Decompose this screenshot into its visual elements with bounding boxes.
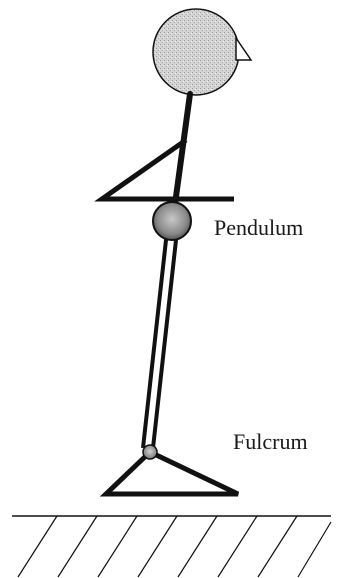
leg-line [141, 221, 180, 449]
upper-body-line [172, 91, 193, 207]
pendulum-mass-icon [152, 201, 192, 241]
head-icon [152, 8, 253, 96]
arm-line [94, 137, 234, 202]
fulcrum-joint-icon [142, 444, 158, 460]
foot-line [99, 449, 240, 497]
hatched-ground-icon [12, 515, 332, 578]
pendulum-label: Pendulum [214, 215, 304, 240]
fulcrum-label: Fulcrum [233, 429, 308, 454]
